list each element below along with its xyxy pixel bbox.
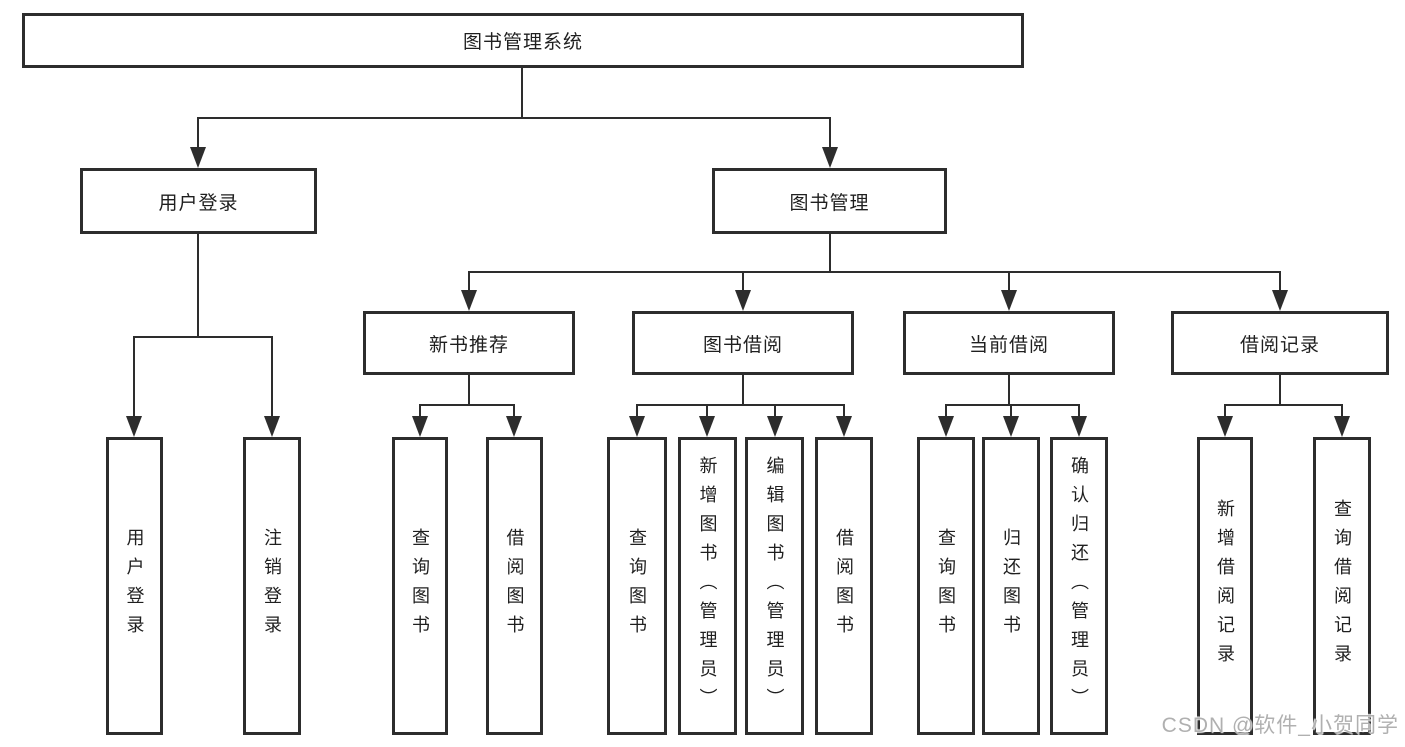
connector-line [197, 234, 199, 337]
leaf-current-return-books: 归还图书 [982, 437, 1040, 735]
leaf-logout: 注销登录 [243, 437, 301, 735]
node-label: 图书借阅 [702, 334, 783, 356]
connector-line [133, 336, 135, 416]
node-label: 新书推荐 [428, 334, 509, 356]
connector-line [1224, 404, 1342, 406]
leaf-borrowing-add-books-admin: 新增图书（管理员） [678, 437, 737, 735]
node-user-login: 用户登录 [80, 168, 317, 234]
leaf-borrowing-edit-books-admin: 编辑图书（管理员） [745, 437, 804, 735]
node-label: 用户登录 [124, 528, 145, 644]
node-label: 查询图书 [410, 528, 430, 644]
connector-line [133, 336, 273, 338]
arrow-down-icon [699, 416, 715, 437]
connector-line [468, 375, 470, 405]
node-label: 图书管理 [789, 192, 870, 214]
node-label: 借阅图书 [834, 528, 854, 644]
node-label: 查询图书 [936, 528, 956, 644]
arrow-down-icon [461, 290, 477, 311]
arrow-down-icon [1003, 416, 1019, 437]
arrow-down-icon [629, 416, 645, 437]
leaf-records-add-record: 新增借阅记录 [1197, 437, 1253, 735]
node-label: 借阅图书 [504, 528, 525, 644]
connector-line [1078, 404, 1080, 418]
arrow-down-icon [190, 147, 206, 168]
connector-line [468, 271, 470, 291]
connector-line [197, 117, 831, 119]
connector-line [1010, 404, 1012, 418]
arrow-down-icon [264, 416, 280, 437]
arrow-down-icon [938, 416, 954, 437]
connector-line [513, 404, 515, 418]
arrow-down-icon [1217, 416, 1233, 437]
node-label: 当前借阅 [968, 334, 1049, 356]
node-book-management: 图书管理 [712, 168, 947, 234]
arrow-down-icon [1071, 416, 1087, 437]
node-label: 查询图书 [627, 528, 647, 644]
connector-line [197, 117, 199, 149]
node-label: 编辑图书（管理员） [764, 455, 785, 717]
node-label: 用户登录 [158, 192, 239, 214]
arrow-down-icon [822, 147, 838, 168]
node-label: 确认归还（管理员） [1069, 455, 1089, 717]
connector-line [829, 234, 831, 272]
node-book-borrowing: 图书借阅 [632, 311, 854, 375]
leaf-user-login: 用户登录 [106, 437, 163, 735]
connector-line [1224, 404, 1226, 418]
arrow-down-icon [735, 290, 751, 311]
arrow-down-icon [412, 416, 428, 437]
node-label: 图书管理系统 [462, 32, 583, 53]
node-new-book-recommend: 新书推荐 [363, 311, 575, 375]
connector-line [774, 404, 776, 418]
connector-line [742, 271, 744, 291]
leaf-current-query-books: 查询图书 [917, 437, 975, 735]
arrow-down-icon [506, 416, 522, 437]
leaf-current-confirm-return-admin: 确认归还（管理员） [1050, 437, 1108, 735]
connector-line [843, 404, 845, 418]
connector-line [468, 271, 1281, 273]
arrow-down-icon [126, 416, 142, 437]
node-borrowing-records: 借阅记录 [1171, 311, 1389, 375]
connector-line [271, 336, 273, 416]
connector-line [1008, 375, 1010, 405]
connector-line [742, 375, 744, 405]
leaf-recommend-borrow-books: 借阅图书 [486, 437, 543, 735]
connector-line [1008, 271, 1010, 291]
connector-line [636, 404, 638, 418]
leaf-borrowing-query-books: 查询图书 [607, 437, 667, 735]
connector-line [945, 404, 1079, 406]
connector-line [945, 404, 947, 418]
arrow-down-icon [1334, 416, 1350, 437]
node-label: 新增借阅记录 [1215, 499, 1235, 673]
node-label: 查询借阅记录 [1332, 499, 1352, 673]
connector-line [419, 404, 515, 406]
connector-line [829, 117, 831, 149]
leaf-records-query-record: 查询借阅记录 [1313, 437, 1371, 735]
arrow-down-icon [767, 416, 783, 437]
leaf-borrowing-borrow-books: 借阅图书 [815, 437, 873, 735]
arrow-down-icon [1001, 290, 1017, 311]
connector-line [1279, 375, 1281, 405]
arrow-down-icon [1272, 290, 1288, 311]
connector-line [1279, 271, 1281, 291]
node-label: 归还图书 [1001, 528, 1021, 644]
csdn-watermark: CSDN @软件_小贺同学 [1161, 714, 1399, 737]
connector-line [636, 404, 844, 406]
node-current-borrowing: 当前借阅 [903, 311, 1115, 375]
node-label: 注销登录 [262, 528, 282, 644]
node-label: 借阅记录 [1239, 334, 1320, 356]
connector-line [419, 404, 421, 418]
arrow-down-icon [836, 416, 852, 437]
node-label: 新增图书（管理员） [697, 455, 718, 717]
connector-line [1341, 404, 1343, 418]
connector-line [706, 404, 708, 418]
node-library-management-system: 图书管理系统 [22, 13, 1024, 68]
leaf-recommend-query-books: 查询图书 [392, 437, 448, 735]
connector-line [521, 68, 523, 118]
